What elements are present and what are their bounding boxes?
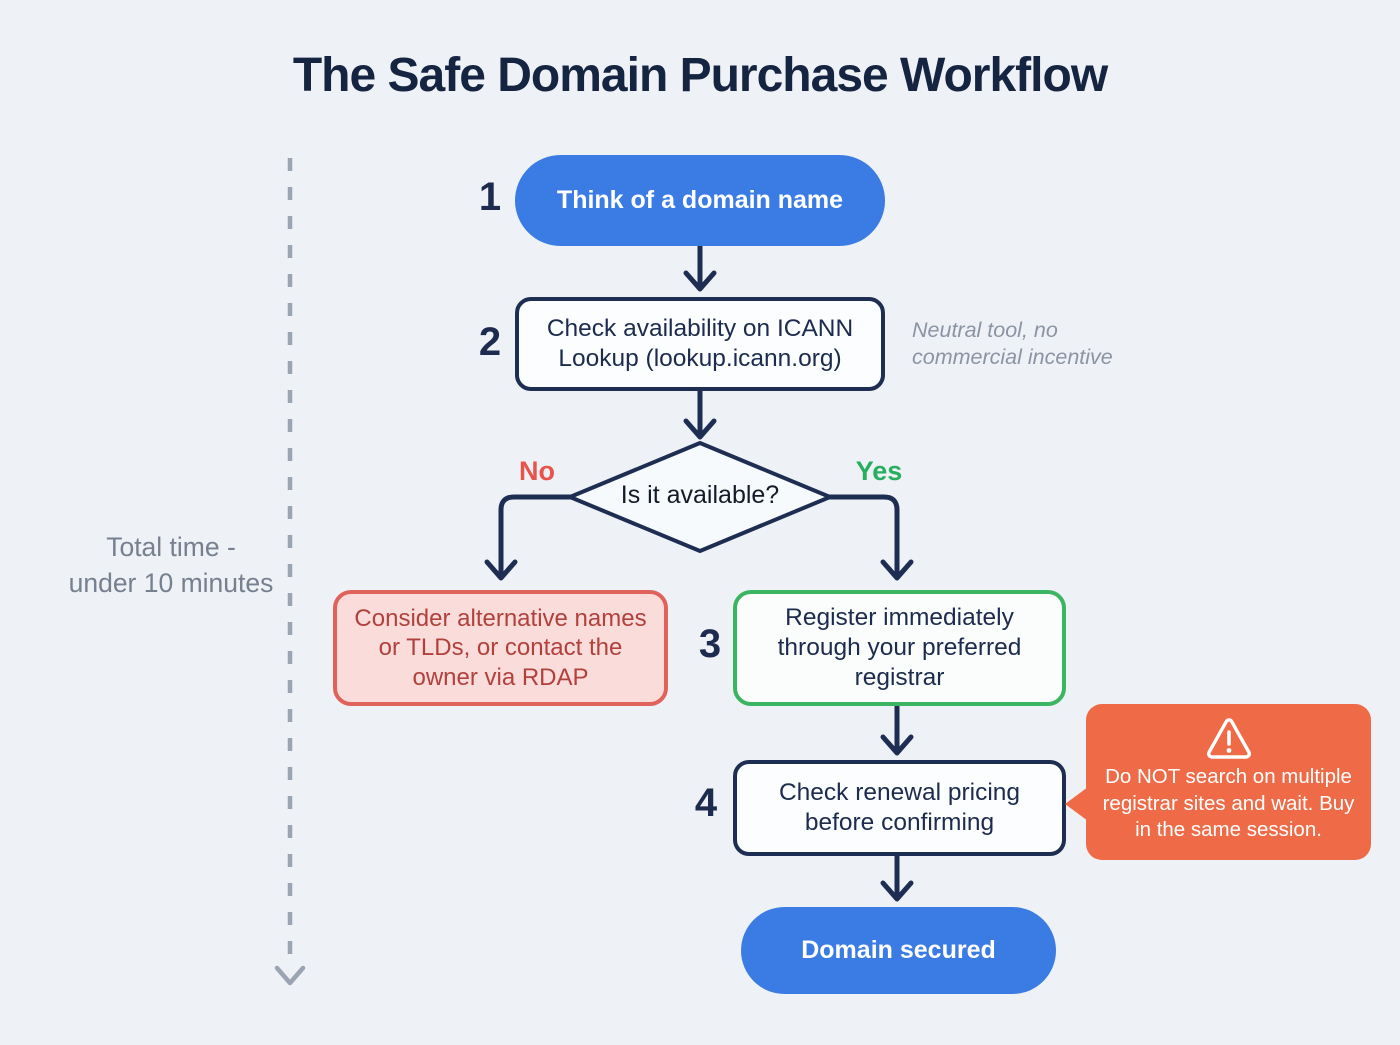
arrow-step3-step4 (880, 703, 914, 756)
page-title: The Safe Domain Purchase Workflow (292, 49, 1108, 102)
arrow-step4-done (880, 853, 914, 902)
branch-label-no: No (519, 456, 555, 486)
arrow-no-branch (484, 494, 573, 581)
callout-tail (1065, 787, 1088, 821)
node-check-renewal-pricing: Check renewal pricing before confirming (733, 760, 1066, 856)
decision-question: Is it available? (620, 481, 780, 509)
step-number-2: 2 (478, 320, 502, 364)
step-number-1: 1 (478, 175, 502, 219)
arrow-yes-branch (827, 494, 914, 581)
node-domain-secured: Domain secured (741, 907, 1056, 994)
arrow-step1-step2 (683, 243, 717, 292)
step-number-4: 4 (694, 781, 718, 825)
node-register-immediately: Register immediately through your prefer… (733, 590, 1066, 706)
total-time-label: Total time - under 10 minutes (68, 532, 274, 598)
warning-text: Do NOT search on multiple registrar site… (1102, 765, 1355, 842)
node-check-availability: Check availability on ICANN Lookup (look… (515, 297, 885, 391)
arrow-step2-decision (683, 388, 717, 440)
step-number-3: 3 (698, 622, 722, 666)
branch-label-yes: Yes (855, 456, 903, 486)
neutral-tool-note: Neutral tool, no commercial incentive (912, 318, 1113, 369)
warning-callout: Do NOT search on multiple registrar site… (1065, 704, 1371, 860)
node-think-of-domain: Think of a domain name (515, 155, 885, 246)
warning-triangle-icon (1206, 718, 1251, 759)
node-consider-alternatives: Consider alternative names or TLDs, or c… (333, 590, 668, 706)
